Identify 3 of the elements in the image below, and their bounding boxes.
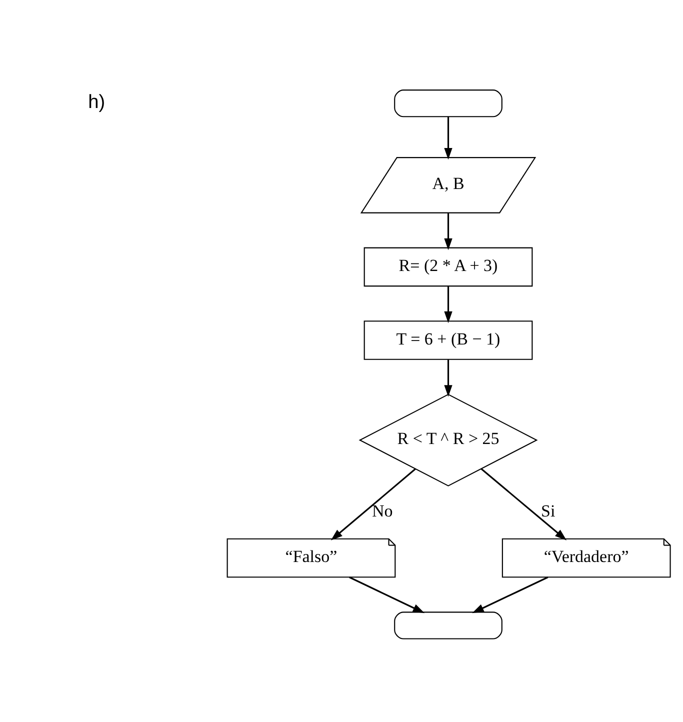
edge-label: Si: [541, 500, 556, 520]
edge-label: No: [372, 500, 393, 520]
label: h): [88, 92, 106, 113]
